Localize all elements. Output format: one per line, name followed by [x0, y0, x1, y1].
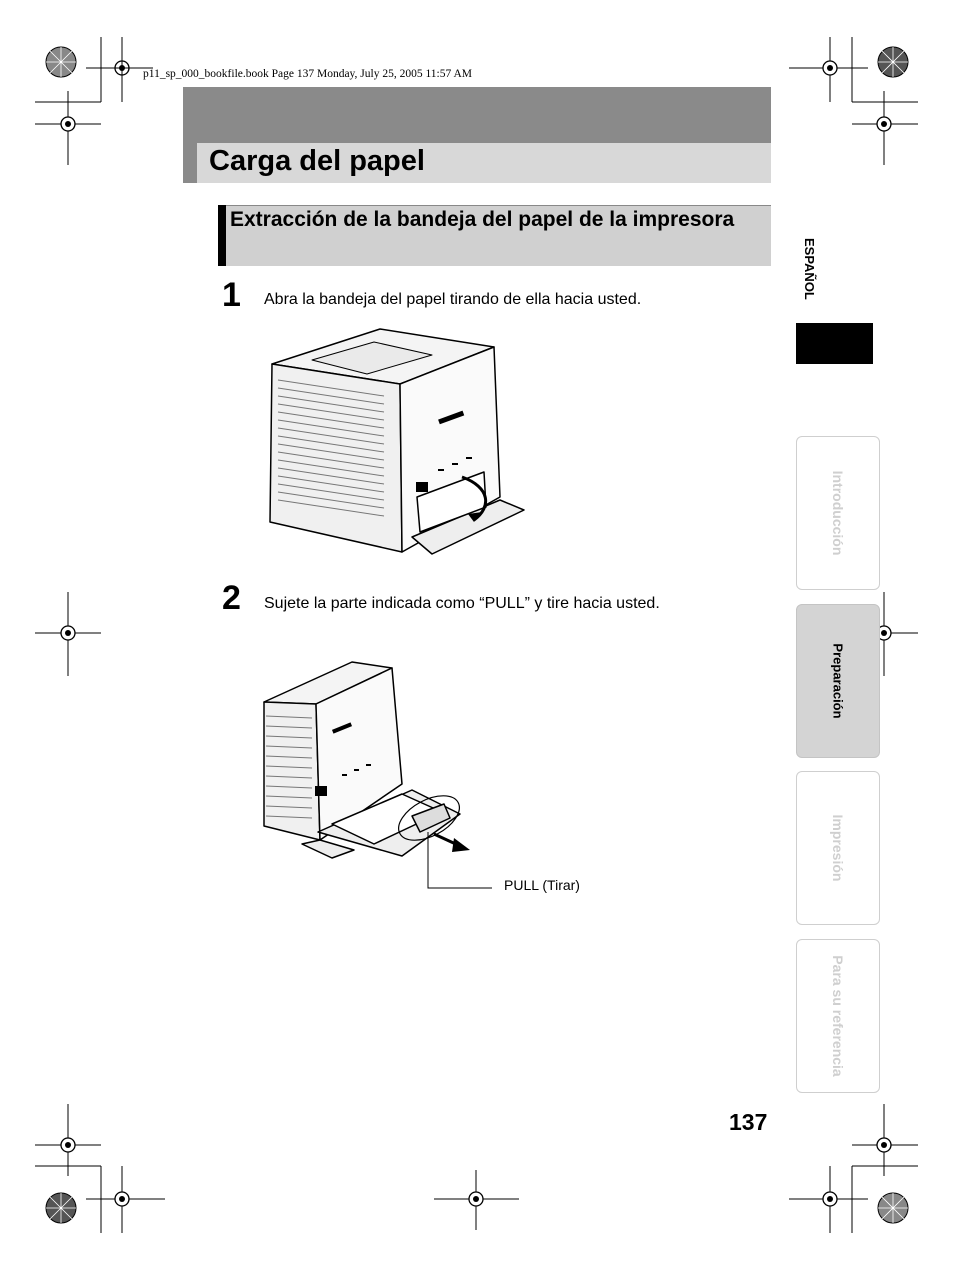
step-1-text: Abra la bandeja del papel tirando de ell… — [264, 291, 642, 308]
tab-introduccion-label: Introducción — [830, 470, 846, 556]
page-title: Carga del papel — [209, 145, 425, 177]
step-2-text: Sujete la parte indicada como “PULL” y t… — [264, 595, 660, 612]
title-band-dark — [183, 87, 771, 143]
tab-impresion-label: Impresión — [830, 814, 846, 882]
printer-tray-open-figure — [269, 328, 525, 555]
language-marker — [796, 323, 873, 364]
tab-preparacion[interactable]: Preparación — [796, 604, 880, 758]
step-1-number: 1 — [222, 276, 241, 314]
title-band-edge — [183, 143, 197, 183]
tab-introduccion[interactable]: Introducción — [796, 436, 880, 590]
step-2-number: 2 — [222, 579, 241, 617]
tab-para-su-referencia[interactable]: Para su referencia — [796, 939, 880, 1093]
file-info: p11_sp_000_bookfile.book Page 137 Monday… — [143, 68, 473, 80]
section-heading-marker — [218, 205, 226, 266]
pull-callout-label: PULL (Tirar) — [504, 877, 580, 893]
section-heading: Extracción de la bandeja del papel de la… — [230, 208, 735, 231]
title-band — [197, 143, 771, 183]
section-heading-band — [218, 205, 771, 266]
tab-impresion[interactable]: Impresión — [796, 771, 880, 925]
printer-tray-pull-figure — [263, 661, 492, 889]
tab-para-su-referencia-label: Para su referencia — [830, 955, 846, 1077]
tab-preparacion-label: Preparación — [830, 643, 846, 719]
page-number: 137 — [729, 1109, 768, 1135]
language-label: ESPAÑOL — [802, 238, 817, 300]
